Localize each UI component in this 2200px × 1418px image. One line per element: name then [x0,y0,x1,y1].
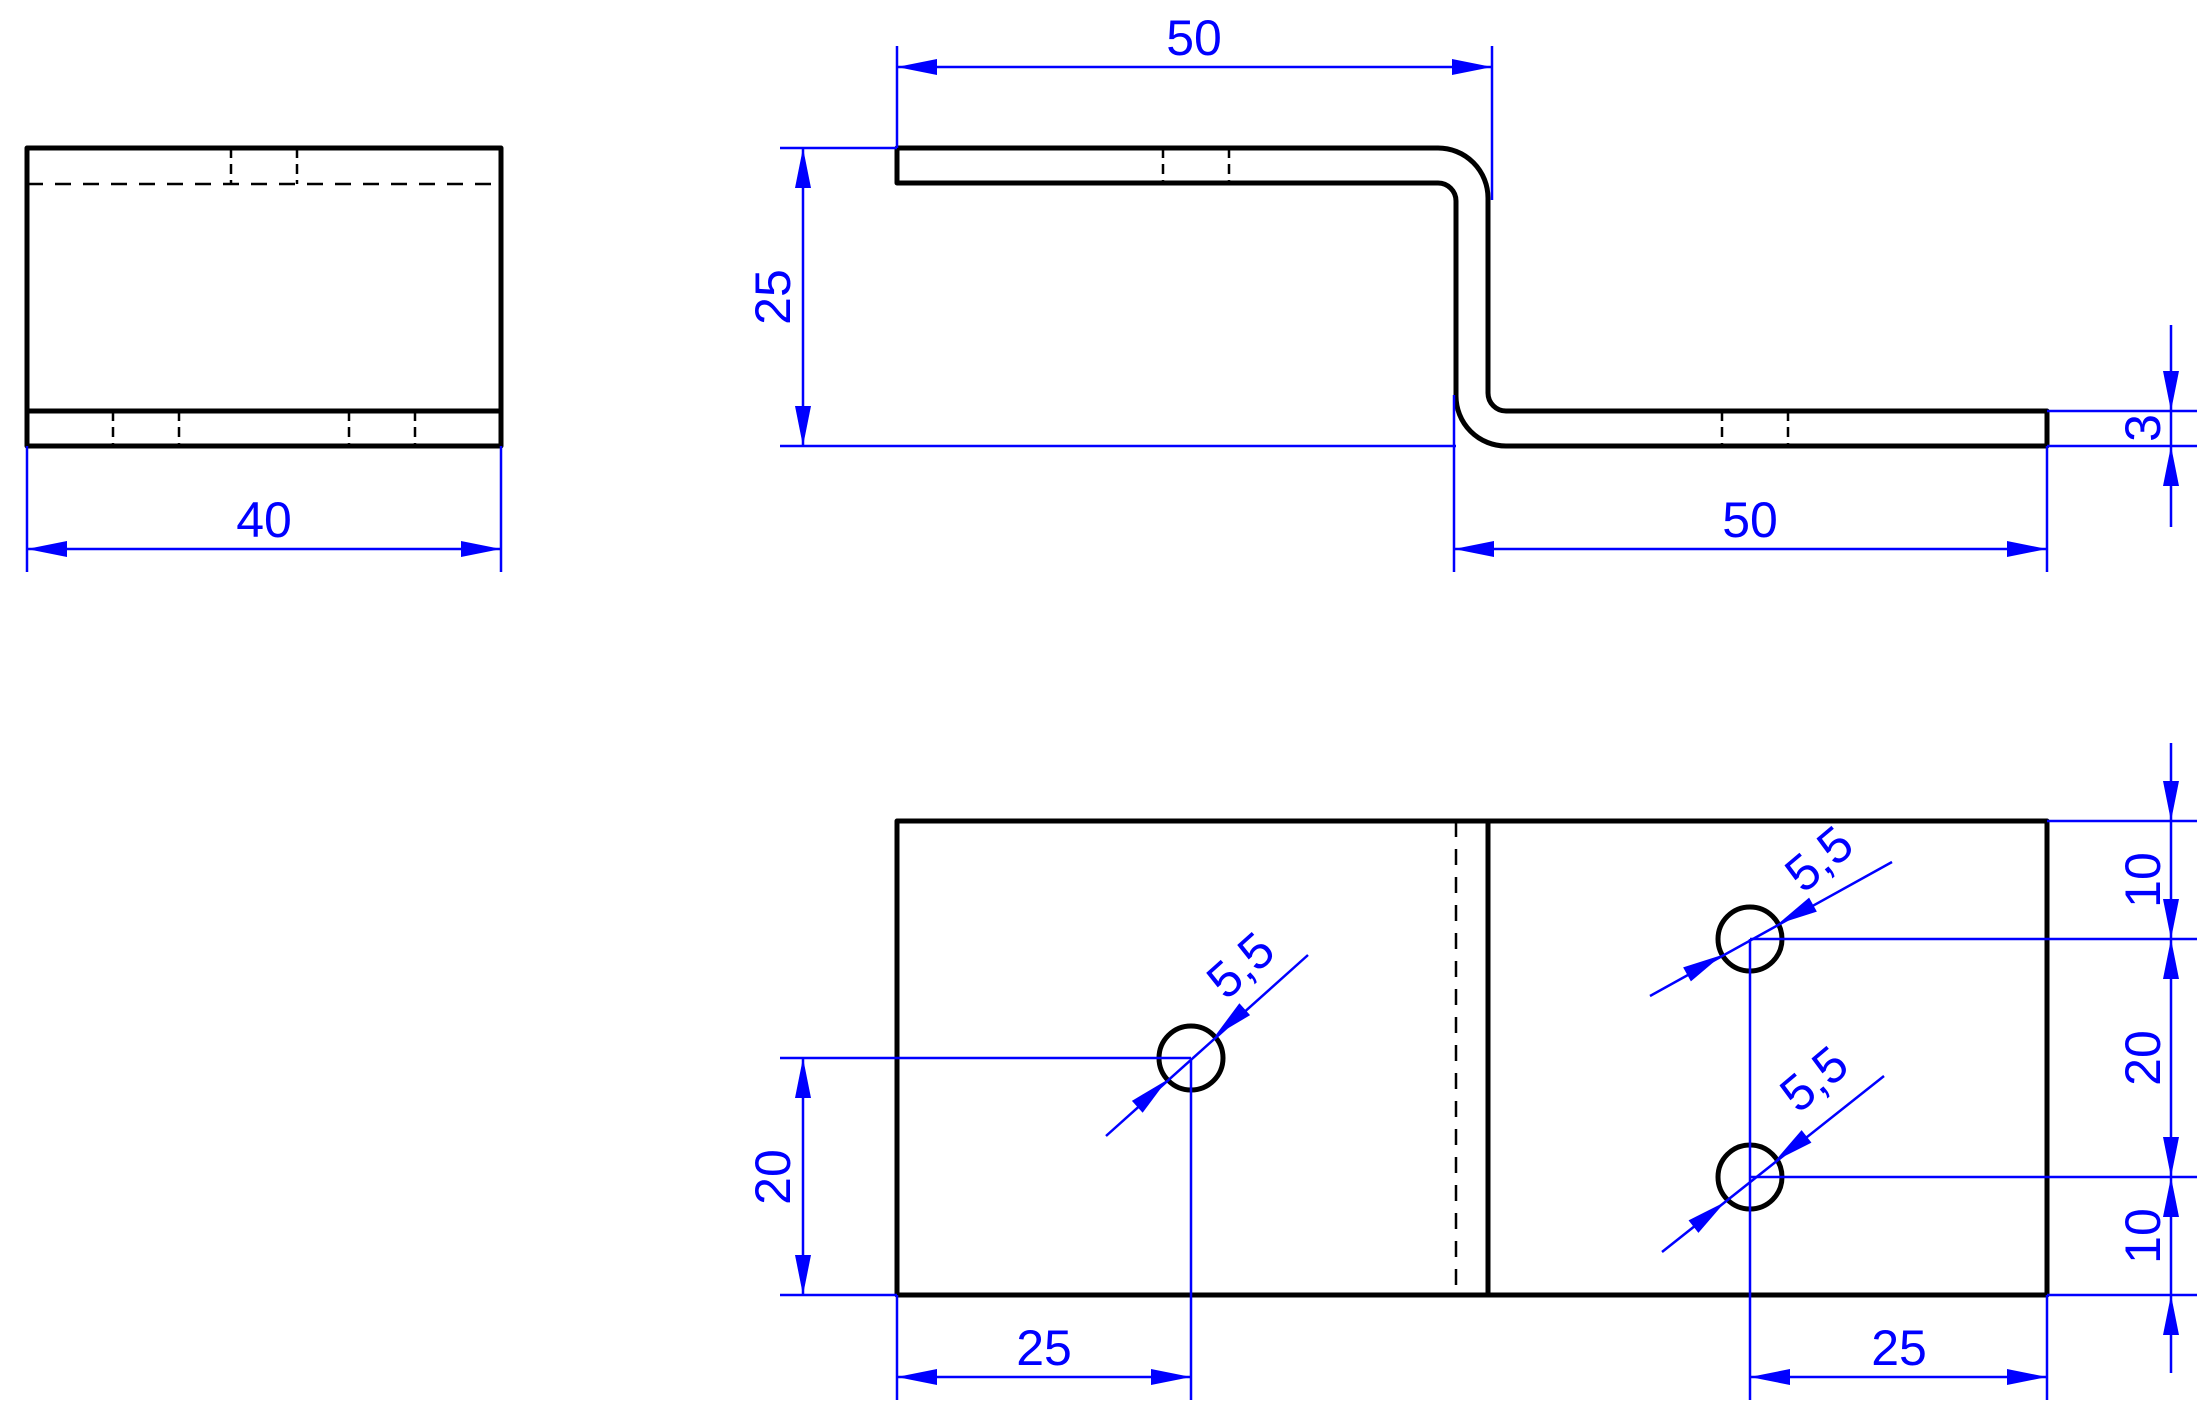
right-hole-x-label: 25 [1871,1320,1927,1376]
side-view-hidden-holes-bottom [111,411,417,446]
edge-to-upper-hole-label: 10 [2115,852,2171,908]
dimension-thickness-3: 3 [2047,325,2197,527]
dimension-arrow [2163,446,2179,486]
side-view: 40 [24,145,504,572]
right-upper-hole-diameter-label: 5,5 [1774,815,1863,903]
thickness-label: 3 [2115,414,2171,442]
dimension-arrow [2007,541,2047,557]
dimension-height-25: 25 [745,146,1456,448]
dimension-arrow [461,541,501,557]
side-view-outline [24,145,504,449]
dimension-arrow [1688,1195,1730,1233]
dimension-arrow [795,1255,811,1295]
dimension-arrow [795,406,811,446]
lower-hole-to-edge-label: 10 [2115,1208,2171,1264]
front-view-hidden-holes [1161,148,1790,446]
hole-spacing-label: 20 [2115,1030,2171,1086]
height-label: 25 [745,269,801,325]
dimension-top-flange-50: 50 [895,10,1494,200]
dimension-right-hole-x-25: 25 [1748,939,2049,1400]
dimension-arrow [27,541,67,557]
z-profile-outline [894,145,2050,449]
dimension-arrow [2163,939,2179,979]
dimension-arrow [2163,371,2179,411]
dimension-right-upper-hole-diameter: 5,5 [1649,815,1893,998]
dimension-arrow [897,59,937,75]
side-view-width-label: 40 [236,492,292,548]
dimension-chain-right: 10 20 10 [1750,743,2197,1373]
dimension-arrow [2163,1295,2179,1335]
dimension-arrow [1750,1369,1790,1385]
dimension-arrow [2007,1369,2047,1385]
dimension-width-40: 40 [25,446,503,572]
dimension-arrow [1151,1369,1191,1385]
dimension-arrow [2163,781,2179,821]
side-view-hidden-holes-top [229,148,299,184]
dimension-arrow [795,148,811,188]
dimension-bottom-flange-50: 50 [1452,395,2049,572]
top-flange-length-label: 50 [1166,10,1222,66]
dimension-arrow [795,1058,811,1098]
right-lower-hole-diameter-label: 5,5 [1769,1035,1858,1123]
front-view: 50 25 50 3 [745,10,2197,572]
dimension-arrow [1452,59,1492,75]
left-hole-x-label: 25 [1016,1320,1072,1376]
left-hole-y-label: 20 [745,1149,801,1205]
dimension-arrow [1454,541,1494,557]
top-view: 5,5 20 25 5,5 [745,743,2197,1400]
dimension-left-hole-y-20: 20 [745,1056,1191,1297]
dimension-right-lower-hole-diameter: 5,5 [1661,1035,1885,1253]
left-hole-diameter-label: 5,5 [1196,921,1285,1009]
dimension-arrow [897,1369,937,1385]
dimension-left-hole-x-25: 25 [895,1058,1193,1400]
bottom-flange-length-label: 50 [1722,492,1778,548]
dimension-arrow [2163,1137,2179,1177]
